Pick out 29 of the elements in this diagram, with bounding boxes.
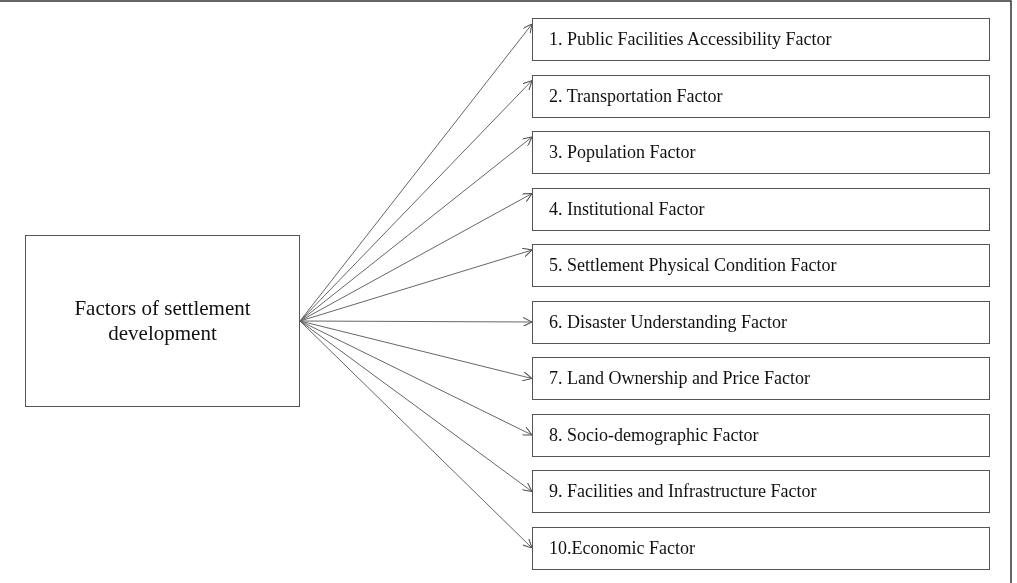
box-label: 10.Economic Factor (549, 537, 695, 559)
arrow (299, 192, 533, 322)
factor-box (532, 18, 990, 61)
arrow (299, 320, 533, 382)
factor-box (532, 300, 990, 344)
factor-box (532, 470, 990, 513)
box-label: 9. Facilities and Infrastructure Factor (549, 481, 817, 502)
factor-box (532, 187, 990, 231)
box-label: 7. Land Ownership and Price Factor (549, 368, 810, 389)
box-label: Factors of settlement development (73, 296, 252, 346)
factor-box (532, 413, 990, 457)
box-label: 5. Settlement Physical Condition Factor (549, 255, 837, 276)
factor-box (532, 74, 990, 118)
arrow (299, 247, 533, 322)
box-label: 8. Socio-demographic Factor (549, 424, 759, 446)
arrow (299, 320, 533, 549)
factor-box (532, 244, 990, 287)
box-label: 6. Disaster Understanding Factor (549, 311, 787, 333)
arrow (299, 23, 533, 322)
arrow (299, 320, 533, 493)
box-label: 2. Transportation Factor (549, 85, 723, 107)
arrow (299, 136, 533, 322)
box-label: 3. Population Factor (549, 142, 696, 163)
box-label: 4. Institutional Factor (549, 198, 705, 220)
factor-box (532, 526, 990, 570)
topic-box (25, 235, 300, 407)
factor-box (532, 357, 990, 400)
factor-box (532, 131, 990, 174)
box-label: 1. Public Facilities Accessibility Factor (549, 29, 832, 50)
